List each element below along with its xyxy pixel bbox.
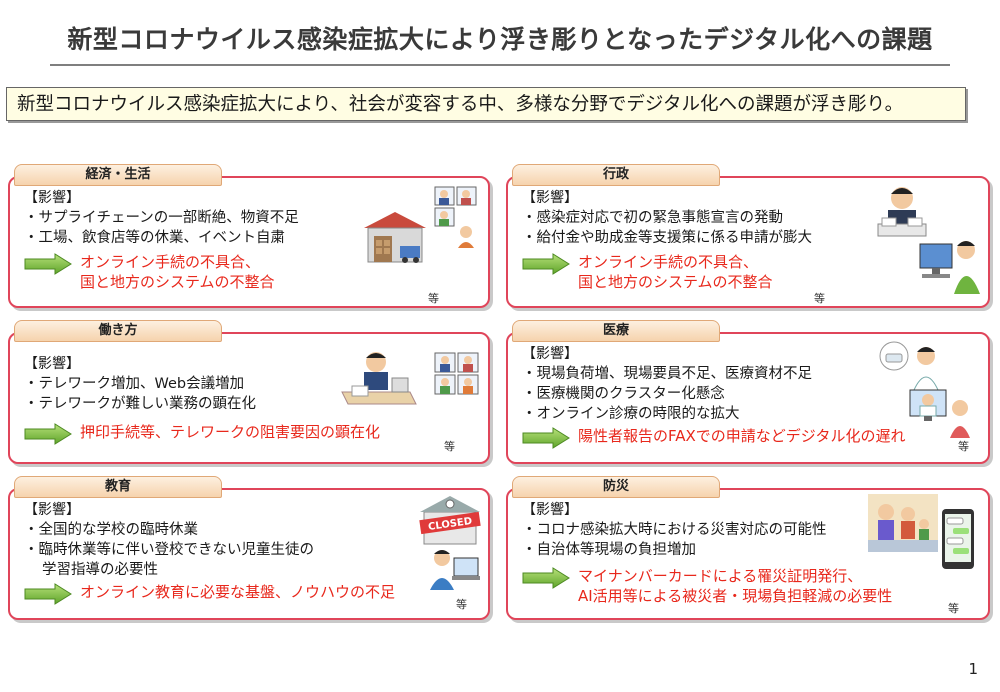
issue-row: オンライン教育に必要な基盤、ノウハウの不足 (24, 582, 474, 605)
overworked-clerk-icon (877, 187, 927, 237)
tab-administration: 行政 (512, 164, 720, 186)
issue-text: オンライン手続の不具合、 (578, 253, 759, 271)
etc-mark: 等 (456, 598, 467, 611)
page-number: 1 (968, 660, 978, 678)
pc-worker-icon (919, 241, 980, 294)
closed-school-icon: CLOSED (419, 496, 481, 545)
impact-item: ・コロナ感染拡大時における災害対応の可能性 (522, 522, 827, 538)
issue-text: 陽性者報告のFAXでの申請などデジタル化の遅れ (578, 427, 906, 445)
issue-text: オンライン手続の不具合、 (80, 253, 261, 271)
warehouse-icon (364, 212, 426, 263)
masked-doctor-icon (879, 341, 939, 391)
issue-row: マイナンバーカードによる罹災証明発行、 AI活用等による被災者・現場負担軽減の必… (522, 566, 974, 606)
online-study-icon (430, 550, 480, 590)
issue-row: 陽性者報告のFAXでの申請などデジタル化の遅れ (522, 426, 974, 449)
panel-medical-head: 【影響】 (522, 346, 578, 362)
impact-item: ・全国的な学校の臨時休業 (24, 522, 198, 538)
web-meeting-icon (434, 352, 479, 395)
tab-workstyle: 働き方 (14, 320, 222, 342)
summary-box: 新型コロナウイルス感染症拡大により、社会が変容する中、多様な分野でデジタル化への… (6, 87, 966, 121)
impact-item: ・臨時休業等に伴い登校できない児童生徒の (24, 542, 314, 558)
panel-disaster-head: 【影響】 (522, 502, 578, 518)
impact-item: ・医療機関のクラスター化懸念 (522, 386, 725, 402)
online-consultation-icon (909, 389, 970, 438)
video-call-icon (434, 186, 477, 248)
etc-mark: 等 (428, 292, 439, 305)
panel-medical: 【影響】 ・現場負荷増、現場要員不足、医療資材不足 ・医療機関のクラスター化懸念… (506, 332, 990, 464)
impact-item: ・給付金や助成金等支援策に係る申請が膨大 (522, 230, 812, 246)
issue-text: 国と地方のシステムの不整合 (578, 273, 773, 291)
issue-text: 押印手続等、テレワークの阻害要因の顕在化 (80, 423, 381, 441)
green-arrow-icon (522, 567, 570, 589)
issue-text: AI活用等による被災者・現場負担軽減の必要性 (578, 587, 893, 605)
impact-item: ・現場負荷増、現場要員不足、医療資材不足 (522, 366, 812, 382)
desk-worker-icon (341, 352, 417, 405)
panel-education-head: 【影響】 (24, 502, 80, 518)
impact-item: ・サプライチェーンの一部断絶、物資不足 (24, 210, 299, 226)
panel-workstyle-head: 【影響】 (24, 356, 80, 372)
tab-medical: 医療 (512, 320, 720, 342)
impact-item: ・自治体等現場の負担増加 (522, 542, 696, 558)
panel-workstyle: 【影響】 ・テレワーク増加、Web会議増加 ・テレワークが難しい業務の顕在化 押… (8, 332, 490, 464)
etc-mark: 等 (948, 602, 959, 615)
green-arrow-icon (24, 423, 72, 445)
panel-administration-head: 【影響】 (522, 190, 578, 206)
green-arrow-icon (522, 253, 570, 275)
tab-economy: 経済・生活 (14, 164, 222, 186)
tab-education: 教育 (14, 476, 222, 498)
panel-economy-head: 【影響】 (24, 190, 80, 206)
issue-row: オンライン手続の不具合、 国と地方のシステムの不整合 (24, 252, 474, 292)
etc-mark: 等 (444, 440, 455, 453)
etc-mark: 等 (958, 440, 969, 453)
issue-text: 国と地方のシステムの不整合 (80, 273, 275, 291)
impact-item: ・テレワーク増加、Web会議増加 (24, 376, 245, 392)
panel-education: 【影響】 ・全国的な学校の臨時休業 ・臨時休業等に伴い登校できない児童生徒の 学… (8, 488, 490, 620)
issue-row: オンライン手続の不具合、 国と地方のシステムの不整合 (522, 252, 974, 292)
green-arrow-icon (24, 583, 72, 605)
panel-disaster: 【影響】 ・コロナ感染拡大時における災害対応の可能性 ・自治体等現場の負担増加 … (506, 488, 990, 620)
issue-row: 押印手続等、テレワークの阻害要因の顕在化 (24, 422, 474, 445)
etc-mark: 等 (814, 292, 825, 305)
impact-item: ・テレワークが難しい業務の顕在化 (24, 396, 256, 412)
evacuee-family-icon (868, 494, 938, 552)
green-arrow-icon (24, 253, 72, 275)
smartphone-chat-icon (942, 509, 974, 569)
impact-item: 学習指導の必要性 (42, 562, 158, 578)
impact-item: ・オンライン診療の時限的な拡大 (522, 406, 740, 422)
panel-administration: 【影響】 ・感染症対応で初の緊急事態宣言の発動 ・給付金や助成金等支援策に係る申… (506, 176, 990, 308)
page-title: 新型コロナウイルス感染症拡大により浮き彫りとなったデジタル化への課題 (67, 25, 933, 54)
panel-economy: 【影響】 ・サプライチェーンの一部断絶、物資不足 ・工場、飲食店等の休業、イベン… (8, 176, 490, 308)
tab-disaster: 防災 (512, 476, 720, 498)
title-divider (50, 64, 950, 66)
impact-item: ・感染症対応で初の緊急事態宣言の発動 (522, 210, 783, 226)
impact-item: ・工場、飲食店等の休業、イベント自粛 (24, 230, 285, 246)
issue-text: マイナンバーカードによる罹災証明発行、 (578, 567, 863, 585)
green-arrow-icon (522, 427, 570, 449)
issue-text: オンライン教育に必要な基盤、ノウハウの不足 (80, 583, 396, 601)
